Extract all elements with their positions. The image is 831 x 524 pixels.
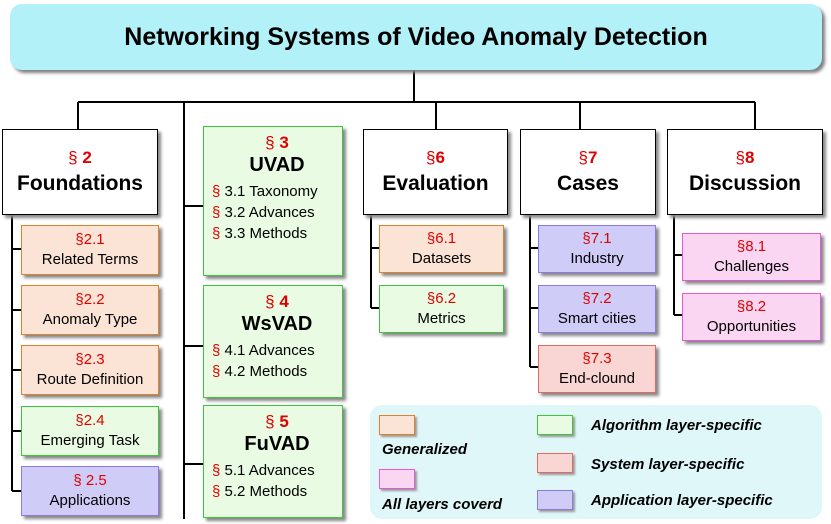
category-name: Discussion <box>688 171 802 195</box>
leaf-applications: § 2.5 Applications <box>21 466 159 516</box>
category-foundations: § 2 Foundations <box>2 129 158 215</box>
category-name: Cases <box>557 171 619 195</box>
legend-swatch-generalized <box>379 415 415 435</box>
vad-item: § 3.2 Advances <box>212 204 315 221</box>
leaf-related-terms: §2.1 Related Terms <box>21 225 159 275</box>
diagram-title: Networking Systems of Video Anomaly Dete… <box>10 4 822 70</box>
leaf-smart-cities: §7.2 Smart cities <box>538 285 656 333</box>
vad-box-uvad: § 3 UVAD § 3.1 Taxonomy § 3.2 Advances §… <box>203 126 343 276</box>
legend-swatch-all-layers <box>379 469 415 489</box>
legend-label-system: System layer-specific <box>591 456 745 473</box>
leaf-industry: §7.1 Industry <box>538 225 656 273</box>
section-number: § 3 <box>265 133 289 152</box>
vad-name: FuVAD <box>244 433 310 455</box>
category-discussion: §8 Discussion <box>667 129 823 215</box>
vad-name: UVAD <box>249 154 305 176</box>
section-number: § 5 <box>265 412 289 431</box>
legend-swatch-system <box>537 453 573 473</box>
vad-item: § 4.1 Advances <box>212 342 315 359</box>
category-name: Foundations <box>17 171 143 195</box>
section-number: §8 <box>735 147 755 167</box>
leaf-challenges: §8.1 Challenges <box>682 233 821 281</box>
section-number: § 2 <box>68 147 92 167</box>
vad-box-fuvad: § 5 FuVAD § 5.1 Advances § 5.2 Methods <box>203 405 343 518</box>
vad-item: § 5.1 Advances <box>212 462 315 479</box>
section-number: §7 <box>578 147 598 167</box>
legend-label-all-layers: All layers coverd <box>382 496 503 513</box>
legend-label-algorithm: Algorithm layer-specific <box>591 417 762 434</box>
leaf-route-definition: §2.3 Route Definition <box>21 345 159 395</box>
leaf-anomaly-type: §2.2 Anomaly Type <box>21 285 159 335</box>
category-cases: §7 Cases <box>520 129 656 215</box>
section-number: § 4 <box>265 292 289 311</box>
leaf-opportunities: §8.2 Opportunities <box>682 293 821 341</box>
section-number: §6 <box>426 147 445 167</box>
legend-swatch-application <box>537 490 573 510</box>
leaf-metrics: §6.2 Metrics <box>379 285 504 333</box>
vad-item: § 3.1 Taxonomy <box>212 183 318 200</box>
legend-swatch-algorithm <box>537 415 573 435</box>
category-name: Evaluation <box>382 171 489 195</box>
category-evaluation: §6 Evaluation <box>363 129 508 215</box>
vad-name: WsVAD <box>241 313 313 335</box>
vad-item: § 5.2 Methods <box>212 483 308 500</box>
vad-box-wsvad: § 4 WsVAD § 4.1 Advances § 4.2 Methods <box>203 285 343 398</box>
legend-label-generalized: Generalized <box>382 441 468 458</box>
leaf-emerging-task: §2.4 Emerging Task <box>21 406 159 456</box>
vad-item: § 4.2 Methods <box>212 363 308 380</box>
legend: Generalized All layers coverd Algorithm … <box>370 405 822 519</box>
leaf-end-clound: §7.3 End-clound <box>538 345 656 393</box>
vad-item: § 3.3 Methods <box>212 225 308 242</box>
leaf-datasets: §6.1 Datasets <box>379 225 504 273</box>
legend-label-application: Application layer-specific <box>591 492 773 509</box>
